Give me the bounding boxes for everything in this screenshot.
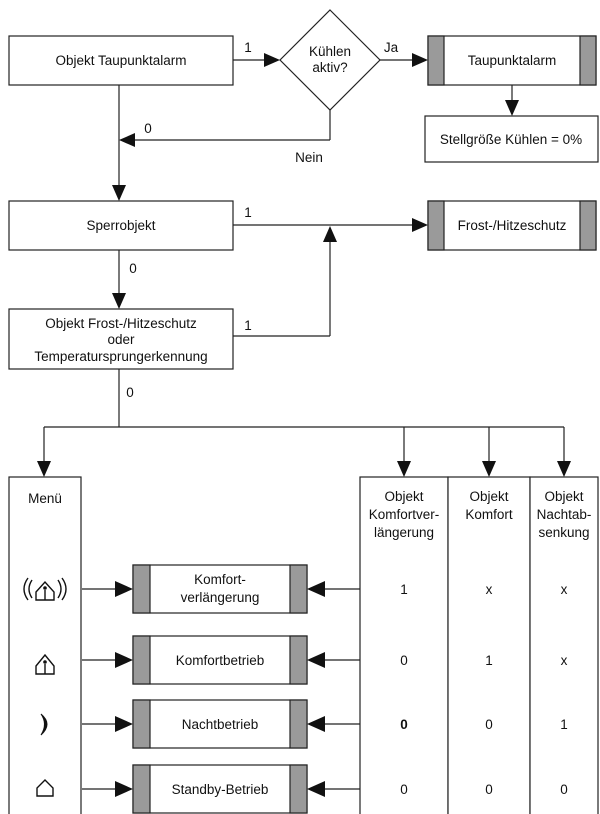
obj-taupunktalarm-box [8, 35, 234, 86]
arrowhead [557, 461, 571, 477]
arrowhead [307, 781, 325, 797]
arrowhead [307, 652, 325, 668]
grey-bar-right [289, 764, 308, 814]
komfortverlaengerung-label-line2: verlängerung [181, 590, 260, 605]
komfortverlaengerung-label-line1: Komfort- [194, 572, 246, 587]
stellgroesse-label: Stellgröße Kühlen = 0% [440, 132, 582, 147]
edge-label-1: 1 [244, 40, 252, 55]
table-header-2-line1: Objekt [469, 489, 508, 504]
edge-label-nein: Nein [295, 150, 323, 165]
edge-label-1: 1 [244, 205, 252, 220]
standby-betrieb-label: Standby-Betrieb [172, 782, 269, 797]
arrowhead [397, 461, 411, 477]
grey-bar-left [132, 699, 151, 749]
grey-bar-right [289, 564, 308, 614]
table-cell: 0 [400, 717, 408, 732]
arrowhead [119, 133, 135, 147]
table-cell: 0 [560, 782, 568, 797]
arrowhead [115, 716, 133, 732]
arrowhead [307, 716, 325, 732]
grey-bar-left [427, 200, 445, 251]
menu-label: Menü [28, 491, 62, 506]
arrowhead [307, 581, 325, 597]
edge-label-0: 0 [144, 121, 152, 136]
arrowhead [115, 652, 133, 668]
table-cell: 1 [560, 717, 568, 732]
table-cell: x [486, 582, 493, 597]
table-col-nachtabsenkung [529, 476, 599, 814]
table-cell: 1 [485, 653, 493, 668]
table-cell: x [561, 582, 568, 597]
decision-label-line2: aktiv? [312, 60, 347, 75]
arrowhead [115, 581, 133, 597]
table-col-komfort [447, 476, 531, 814]
table-col-komfortverlaengerung [359, 476, 449, 814]
sperrobjekt-box [8, 200, 234, 251]
arrowhead [412, 218, 428, 232]
grey-bar-left [427, 35, 445, 86]
standby-betrieb-box [132, 764, 308, 814]
standby-house-icon [36, 779, 54, 797]
comfort-icon [35, 653, 55, 675]
obj-frost-box [8, 308, 234, 370]
arrowhead [112, 293, 126, 309]
table-header-1-line2: Komfortver- [369, 507, 440, 522]
frost-hitzeschutz-label: Frost-/Hitzeschutz [458, 218, 567, 233]
table-cell: 1 [400, 582, 408, 597]
arrowhead [412, 53, 428, 67]
table-header-2-line2: Komfort [465, 507, 513, 522]
edge-label-0: 0 [129, 261, 137, 276]
arrowhead [115, 781, 133, 797]
arrowhead [505, 100, 519, 116]
edge-label-1: 1 [244, 318, 252, 333]
night-moon-icon [40, 713, 48, 736]
arrowhead [37, 461, 51, 477]
table-header-1-line1: Objekt [384, 489, 423, 504]
edge-label-0: 0 [126, 385, 134, 400]
arrowhead [264, 53, 280, 67]
nachtbetrieb-box [132, 699, 308, 749]
table-cell: 0 [485, 782, 493, 797]
grey-bar-right [289, 635, 308, 685]
grey-bar-right [579, 200, 597, 251]
grey-bar-left [132, 564, 151, 614]
nachtbetrieb-label: Nachtbetrieb [182, 717, 259, 732]
edge-label-ja: Ja [384, 40, 399, 55]
menu-column [8, 476, 82, 814]
table-header-3-line3: senkung [538, 525, 589, 540]
comfort-extension-icon [23, 577, 67, 601]
stellgroesse-box [424, 115, 599, 163]
obj-taupunktalarm-label: Objekt Taupunktalarm [55, 53, 186, 68]
obj-frost-label-line3: Temperatursprungerkennung [34, 349, 207, 364]
decision-label-line1: Kühlen [309, 44, 351, 59]
grey-bar-right [289, 699, 308, 749]
table-cell: x [561, 653, 568, 668]
table-cell: 0 [400, 782, 408, 797]
sperrobjekt-label: Sperrobjekt [86, 218, 155, 233]
obj-frost-label-line1: Objekt Frost-/Hitzeschutz [45, 316, 197, 331]
table-cell: 0 [400, 653, 408, 668]
taupunktalarm-label: Taupunktalarm [468, 53, 557, 68]
table-header-3-line1: Objekt [544, 489, 583, 504]
grey-bar-left [132, 764, 151, 814]
obj-frost-label-line2: oder [107, 332, 135, 347]
arrowhead [323, 226, 337, 242]
komfortbetrieb-label: Komfortbetrieb [176, 653, 265, 668]
table-header-3-line2: Nachtab- [537, 507, 592, 522]
grey-bar-right [579, 35, 597, 86]
grey-bar-left [132, 635, 151, 685]
arrowhead [112, 185, 126, 201]
table-cell: 0 [485, 717, 493, 732]
table-header-1-line3: längerung [374, 525, 434, 540]
arrowhead [482, 461, 496, 477]
